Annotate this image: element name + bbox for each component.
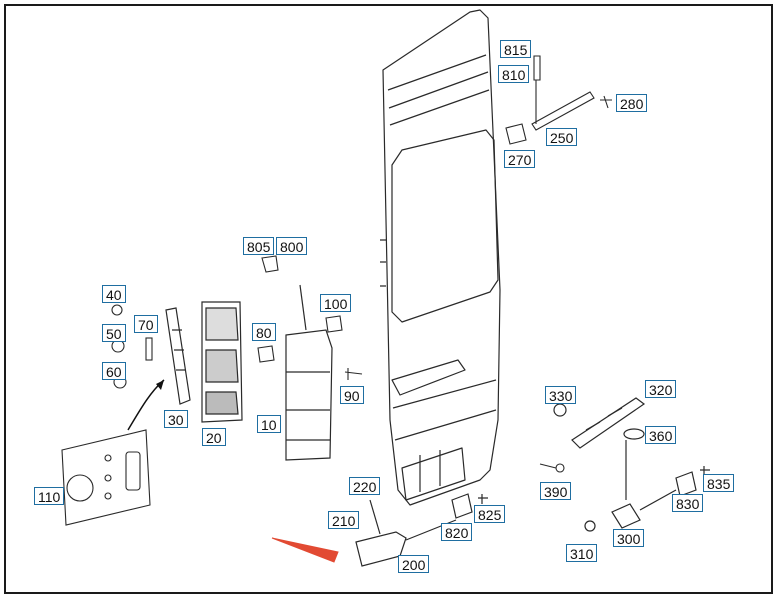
callout-20: 20 [202, 428, 226, 446]
callout-80: 80 [252, 323, 276, 341]
callout-825: 825 [474, 505, 506, 523]
callout-830: 830 [672, 494, 704, 512]
callout-310: 310 [566, 544, 598, 562]
bulbs [111, 255, 363, 389]
callout-805: 805 [243, 237, 275, 255]
callout-60: 60 [102, 362, 126, 380]
callout-300: 300 [613, 529, 645, 547]
callout-320: 320 [645, 380, 677, 398]
camera-300 [584, 440, 710, 532]
callout-200: 200 [398, 555, 430, 573]
callout-110: 110 [34, 487, 65, 505]
handle-320 [553, 397, 646, 449]
callout-70: 70 [134, 315, 158, 333]
lamp-200 [344, 493, 488, 567]
screw-390 [539, 463, 565, 473]
callout-220: 220 [349, 477, 381, 495]
bulb-carrier-30 [165, 307, 191, 405]
rear-door [382, 9, 501, 506]
tail-light-20 [201, 301, 243, 423]
callout-250: 250 [546, 128, 578, 146]
door-window [391, 129, 499, 323]
highlight-arrow [271, 537, 339, 563]
callout-360: 360 [645, 426, 677, 444]
callout-810: 810 [498, 65, 530, 83]
callout-50: 50 [102, 324, 126, 342]
callout-270: 270 [504, 150, 536, 168]
callout-90: 90 [340, 386, 364, 404]
tail-light-10 [285, 284, 333, 461]
callout-800: 800 [276, 237, 308, 255]
license-plate-recess [401, 447, 466, 501]
gas-strut-250 [505, 55, 612, 145]
callout-100: 100 [320, 294, 352, 312]
tool-kit-110 [61, 429, 151, 526]
callout-40: 40 [102, 285, 126, 303]
callout-835: 835 [703, 474, 735, 492]
callout-210: 210 [328, 511, 360, 529]
callout-280: 280 [616, 94, 648, 112]
callout-30: 30 [164, 410, 188, 428]
callout-815: 815 [500, 40, 532, 58]
callout-330: 330 [545, 386, 577, 404]
callout-10: 10 [257, 415, 281, 433]
callout-820: 820 [441, 523, 473, 541]
callout-390: 390 [540, 482, 572, 500]
